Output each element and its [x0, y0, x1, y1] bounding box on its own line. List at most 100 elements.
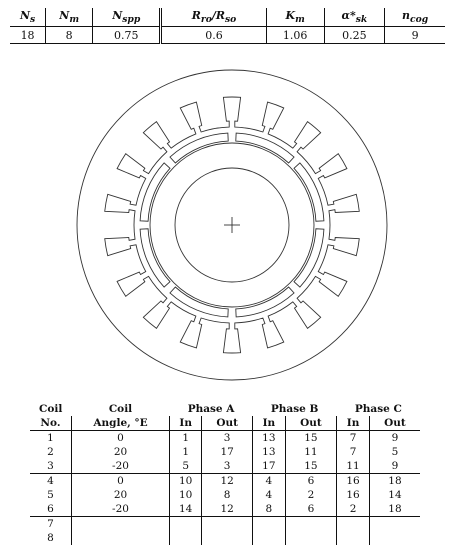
table-cell [169, 516, 202, 531]
winding-table: Coil Coil Phase A Phase B Phase C No. An… [30, 402, 420, 545]
table-cell: 1 [169, 430, 202, 445]
table-cell: 5 [47, 489, 54, 501]
table-cell: 8 [47, 532, 54, 544]
table-row: 6 -20 14 12 8 6 2 18 [30, 502, 420, 517]
table-cell: 17 [252, 459, 286, 474]
table-cell: 3 [201, 459, 253, 474]
rotor-magnet [139, 228, 171, 288]
rotor-magnet [139, 162, 171, 222]
table-cell: 5 [368, 445, 420, 459]
table-cell: 9 [368, 430, 420, 445]
table-cell: 11 [284, 445, 337, 459]
table-cell: 2 [284, 488, 337, 502]
param-header-ratio: Rro/Rso [159, 8, 267, 28]
parameter-header-row: Ns Nm Nspp Rro/Rso Km α*sk ncog [10, 8, 445, 28]
winding-header-row-2: No. Angle, °E In Out In Out In Out [30, 416, 420, 431]
coil-no-header: No. [30, 416, 72, 431]
phase-a-in-header: In [169, 416, 202, 431]
table-cell [169, 531, 202, 545]
rotor-magnet [293, 228, 325, 288]
table-cell: 14 [169, 502, 202, 517]
table-cell: 13 [252, 430, 286, 445]
stator-outer-circle [76, 69, 388, 381]
winding-header-row-1: Coil Coil Phase A Phase B Phase C [30, 402, 420, 416]
table-cell [284, 516, 337, 531]
phase-a-out-header: Out [201, 416, 253, 431]
table-cell: 16 [336, 488, 370, 502]
table-cell [70, 531, 170, 545]
table-cell: -20 [70, 502, 170, 517]
table-cell [252, 516, 286, 531]
table-row: 3 -20 5 3 17 15 11 9 [30, 459, 420, 474]
angle-header: Angle, °E [70, 416, 170, 431]
table-cell [252, 531, 286, 545]
param-header-alpha: α*sk [323, 8, 385, 28]
rotor-magnet [293, 162, 325, 222]
table-row: 4 0 10 12 4 6 16 18 [30, 473, 420, 488]
table-cell: 2 [47, 446, 54, 458]
table-row: 7 [30, 516, 420, 531]
parameter-table: Ns Nm Nspp Rro/Rso Km α*sk ncog 18 8 0.7… [10, 8, 445, 45]
shaft-circle [174, 167, 290, 283]
table-cell: 16 [336, 473, 370, 488]
phase-a-header: Phase A [187, 403, 235, 415]
table-cell: 7 [336, 445, 370, 459]
table-cell: 17 [201, 445, 253, 459]
phase-c-header: Phase C [354, 403, 402, 415]
table-cell: 20 [70, 445, 170, 459]
parameter-value-row: 18 8 0.75 0.6 1.06 0.25 9 [10, 26, 445, 45]
phase-c-in-header: In [336, 416, 370, 431]
table-cell [336, 531, 370, 545]
table-cell: 9 [368, 459, 420, 474]
table-cell: 1 [47, 432, 54, 444]
table-cell [368, 531, 420, 545]
table-cell: 8 [201, 488, 253, 502]
table-cell: 7 [47, 518, 54, 530]
rotor-magnet [235, 286, 295, 318]
table-cell: 12 [201, 473, 253, 488]
table-cell: 3 [30, 459, 72, 474]
coil-header: Coil [39, 403, 63, 415]
param-header-ncog: ncog [384, 8, 445, 28]
phase-b-out-header: Out [284, 416, 337, 431]
param-value: 0.6 [159, 26, 267, 45]
param-header-ns: Ns [10, 8, 46, 28]
coil-angle-header: Coil [108, 403, 133, 415]
table-cell [336, 516, 370, 531]
param-value: 1.06 [265, 26, 325, 45]
rotor-magnet [169, 132, 229, 164]
table-cell [368, 516, 420, 531]
table-cell: 0 [70, 473, 170, 488]
table-row: 2 20 1 17 13 11 7 5 [30, 445, 420, 459]
param-header-nm: Nm [45, 8, 93, 28]
table-cell [284, 531, 337, 545]
table-cell [201, 531, 253, 545]
param-header-nspp: Nspp [92, 8, 161, 28]
table-cell [201, 516, 253, 531]
table-cell: 10 [169, 488, 202, 502]
table-cell: 1 [169, 445, 202, 459]
table-cell: 5 [169, 459, 202, 474]
table-cell: 20 [70, 488, 170, 502]
table-cell: 2 [336, 502, 370, 517]
table-cell: 11 [336, 459, 370, 474]
param-header-km: Km [265, 8, 325, 28]
table-cell: 14 [368, 488, 420, 502]
table-cell: 4 [47, 475, 54, 487]
table-cell: 15 [284, 459, 337, 474]
param-value: 9 [384, 26, 445, 45]
table-row: 5 20 10 8 4 2 16 14 [30, 488, 420, 502]
table-cell: -20 [70, 459, 170, 474]
table-cell: 4 [252, 473, 286, 488]
param-value: 18 [10, 26, 46, 45]
table-cell: 13 [252, 445, 286, 459]
table-cell: 0 [70, 430, 170, 445]
table-row: 1 0 1 3 13 15 7 9 [30, 430, 420, 445]
param-value: 0.75 [92, 26, 161, 45]
table-cell: 6 [284, 502, 337, 517]
rotor-magnet [235, 132, 295, 164]
phase-c-out-header: Out [368, 416, 420, 431]
param-value: 8 [45, 26, 93, 45]
table-cell: 12 [201, 502, 253, 517]
